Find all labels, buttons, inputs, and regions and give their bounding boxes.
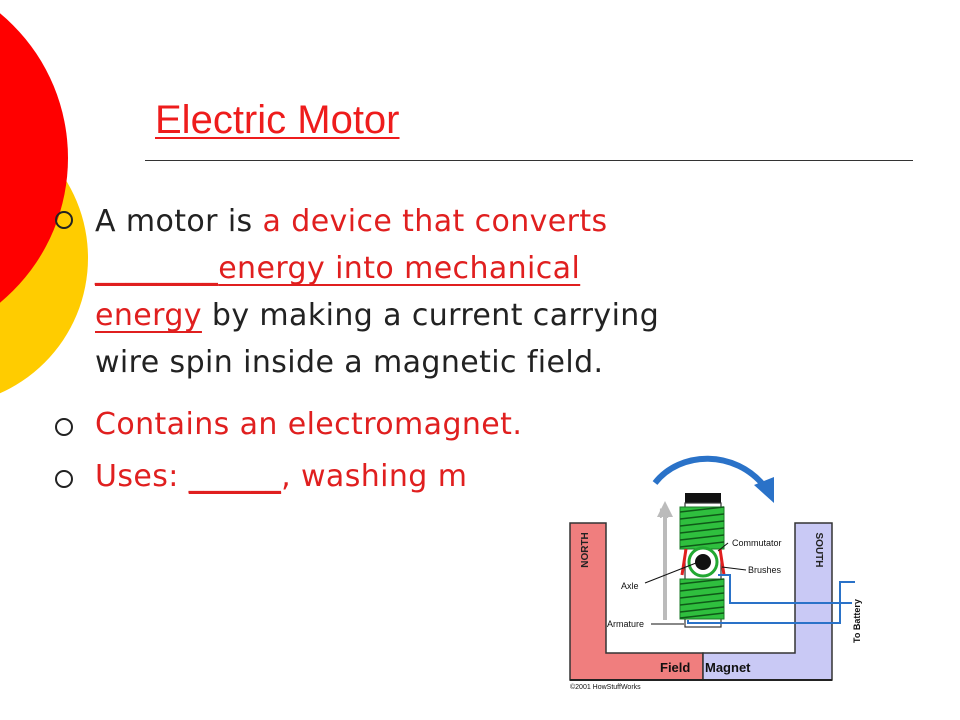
lower-coil [679,578,725,620]
bullet-1-red-intro: a device that converts [262,204,608,239]
armature-cap [685,493,721,503]
motor-diagram: NORTH SOUTH N Commutator Brushes Axle Ar… [560,455,960,695]
upper-coil [679,506,725,550]
bullet-2: Contains an electromagnet. [95,407,523,442]
bullet-3-label: Uses: [95,459,189,494]
brushes-pointer [721,566,747,571]
bullet-1-red-underlined-2: energy [95,298,202,333]
slide-title: Electric Motor [155,98,400,142]
bullet-1-line-1: A motor is a device that converts [95,200,608,244]
n-arrow-head-icon [657,501,673,517]
south-label: SOUTH [813,533,824,568]
wire-1 [687,581,855,624]
brushes-label: Brushes [748,565,782,575]
rotation-arrow [652,455,768,489]
title-divider [145,160,913,161]
to-battery-label: To Battery [852,599,862,643]
red-circle [0,13,68,303]
commutator-label: Commutator [732,538,782,548]
brushes [680,548,726,576]
bullet-1-prefix: A motor is [95,204,263,239]
wire-2 [718,574,852,604]
axle-label: Axle [621,581,639,591]
rotation-arrow-head-icon [754,477,774,503]
bullet-1-blank: ________ [95,251,219,286]
copyright-label: ©2001 HowStuffWorks [570,683,641,691]
bullet-1-rest: by making a current carrying [201,298,660,333]
bullet-3-blank: ______ [188,459,282,494]
field-label: Field [660,660,690,675]
commutator-pointer [717,542,729,552]
bullet-3-rest: , washing m [281,459,468,494]
axle-pointer [644,562,697,584]
north-label: NORTH [580,532,591,568]
axle-dot [695,554,711,570]
bullet-1-line-4: wire spin inside a magnetic field. [95,345,604,380]
n-pole-label: N [659,505,669,521]
bullet-3: Uses: ______, washing m [95,455,467,499]
commutator-ring [687,546,719,578]
bullet-1-line-2: ________energy into mechanical [95,247,580,291]
bullet-1-red-underlined: energy into mechanical [218,251,581,286]
bullet-1-line-3: energy by making a current carrying [95,294,659,338]
armature-label: Armature [607,619,644,629]
magnet-label: Magnet [705,660,751,675]
